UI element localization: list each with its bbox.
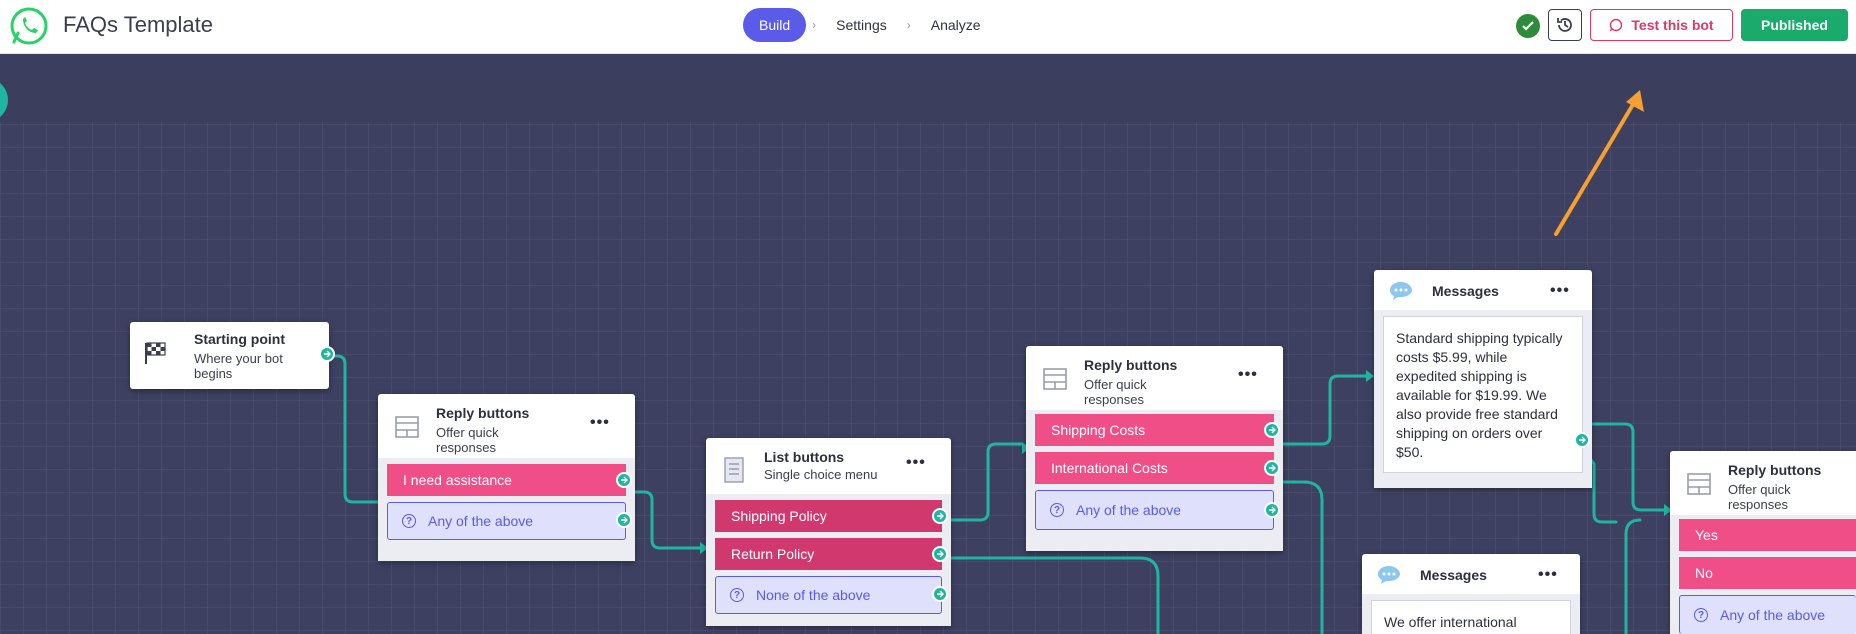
test-bot-label: Test this bot — [1631, 17, 1714, 33]
tab-settings[interactable]: Settings — [836, 17, 887, 33]
node-title: Starting point — [194, 331, 285, 347]
output-port[interactable] — [932, 586, 948, 602]
test-bot-button[interactable]: Test this bot — [1590, 9, 1733, 41]
message-text[interactable]: Standard shipping typically costs $5.99,… — [1383, 316, 1583, 473]
node-messages[interactable]: Messages ••• Standard shipping typically… — [1374, 270, 1592, 488]
chat-bubble-icon — [1390, 282, 1412, 300]
chevron-right-icon: › — [906, 18, 911, 32]
checkered-flag-icon — [145, 342, 166, 364]
output-port[interactable] — [1574, 432, 1590, 448]
reply-buttons-icon — [1043, 368, 1067, 390]
option-button[interactable]: Shipping Costs — [1035, 414, 1274, 446]
more-options-icon[interactable]: ••• — [1538, 566, 1558, 583]
option-button[interactable]: Shipping Policy — [715, 500, 942, 532]
canvas-header-band — [0, 54, 1856, 122]
node-title: Messages — [1432, 283, 1499, 299]
question-icon: ? — [1050, 503, 1064, 517]
node-title: Reply buttons — [436, 405, 530, 421]
node-reply-buttons[interactable]: Reply buttons Offer quick responses ••• … — [378, 394, 635, 561]
node-subtitle: Offer quick responses — [1084, 377, 1147, 407]
node-reply-buttons[interactable]: Reply buttons Offer quick responses Yes … — [1670, 451, 1856, 634]
more-options-icon[interactable]: ••• — [906, 454, 926, 471]
output-port[interactable] — [932, 546, 948, 562]
node-title: Reply buttons — [1728, 462, 1822, 478]
check-circle-icon — [1516, 14, 1540, 38]
canvas-fab-button[interactable] — [0, 78, 8, 122]
more-options-icon[interactable]: ••• — [590, 414, 610, 431]
builder-steps: Build › Settings › Analyze — [743, 8, 995, 42]
node-subtitle: Offer quick responses — [436, 425, 499, 455]
option-button[interactable]: International Costs — [1035, 452, 1274, 484]
node-title: Messages — [1420, 567, 1487, 583]
node-list-buttons[interactable]: List buttons Single choice menu ••• Ship… — [706, 438, 951, 626]
question-icon: ? — [1694, 608, 1708, 622]
fallback-label: Any of the above — [1720, 607, 1826, 623]
node-title: Reply buttons — [1084, 357, 1178, 373]
output-port[interactable] — [1264, 502, 1280, 518]
fallback-label: Any of the above — [428, 513, 534, 529]
history-icon — [1557, 18, 1572, 32]
whatsapp-logo-icon — [10, 7, 48, 45]
output-port[interactable] — [616, 512, 632, 528]
fallback-option[interactable]: ? None of the above — [715, 576, 942, 614]
output-port[interactable] — [616, 472, 632, 488]
top-bar: FAQs Template Build › Settings › Analyze… — [0, 0, 1856, 54]
option-button[interactable]: No — [1679, 557, 1856, 589]
node-reply-buttons[interactable]: Reply buttons Offer quick responses ••• … — [1026, 346, 1283, 551]
question-icon: ? — [402, 514, 416, 528]
published-button[interactable]: Published — [1741, 9, 1848, 41]
message-text[interactable]: We offer international — [1371, 600, 1571, 634]
fallback-option[interactable]: ? Any of the above — [1035, 490, 1274, 530]
tab-analyze[interactable]: Analyze — [930, 17, 981, 33]
fallback-option[interactable]: ? Any of the above — [387, 502, 626, 540]
more-options-icon[interactable]: ••• — [1238, 366, 1258, 383]
chevron-right-icon: › — [812, 18, 817, 32]
node-subtitle: Offer quick responses — [1728, 482, 1791, 512]
output-port[interactable] — [319, 346, 335, 362]
fallback-option[interactable]: ? Any of the above — [1679, 595, 1856, 634]
history-button[interactable] — [1548, 9, 1582, 41]
question-icon: ? — [730, 588, 744, 602]
reply-buttons-icon — [395, 416, 419, 438]
node-title: List buttons — [764, 449, 845, 465]
option-button[interactable]: I need assistance — [387, 464, 626, 496]
output-port[interactable] — [1264, 422, 1280, 438]
option-button[interactable]: Return Policy — [715, 538, 942, 570]
whatsapp-icon — [1610, 18, 1623, 32]
option-button[interactable]: Yes — [1679, 519, 1856, 551]
node-subtitle: Where your bot begins — [194, 351, 283, 381]
node-subtitle: Single choice menu — [764, 467, 878, 482]
fallback-label: Any of the above — [1076, 502, 1182, 518]
node-starting-point[interactable]: Starting point Where your bot begins — [130, 322, 335, 389]
reply-buttons-icon — [1687, 473, 1711, 495]
output-port[interactable] — [1264, 460, 1280, 476]
page-title: FAQs Template — [63, 12, 213, 37]
chat-bubble-icon — [1378, 566, 1400, 584]
list-menu-icon — [724, 457, 744, 483]
flow-canvas[interactable]: Starting point Where your bot begins Rep… — [0, 54, 1856, 634]
output-port[interactable] — [932, 508, 948, 524]
node-messages[interactable]: Messages ••• We offer international — [1362, 554, 1580, 634]
fallback-label: None of the above — [756, 587, 871, 603]
more-options-icon[interactable]: ••• — [1550, 282, 1570, 299]
tab-build[interactable]: Build — [743, 8, 807, 42]
